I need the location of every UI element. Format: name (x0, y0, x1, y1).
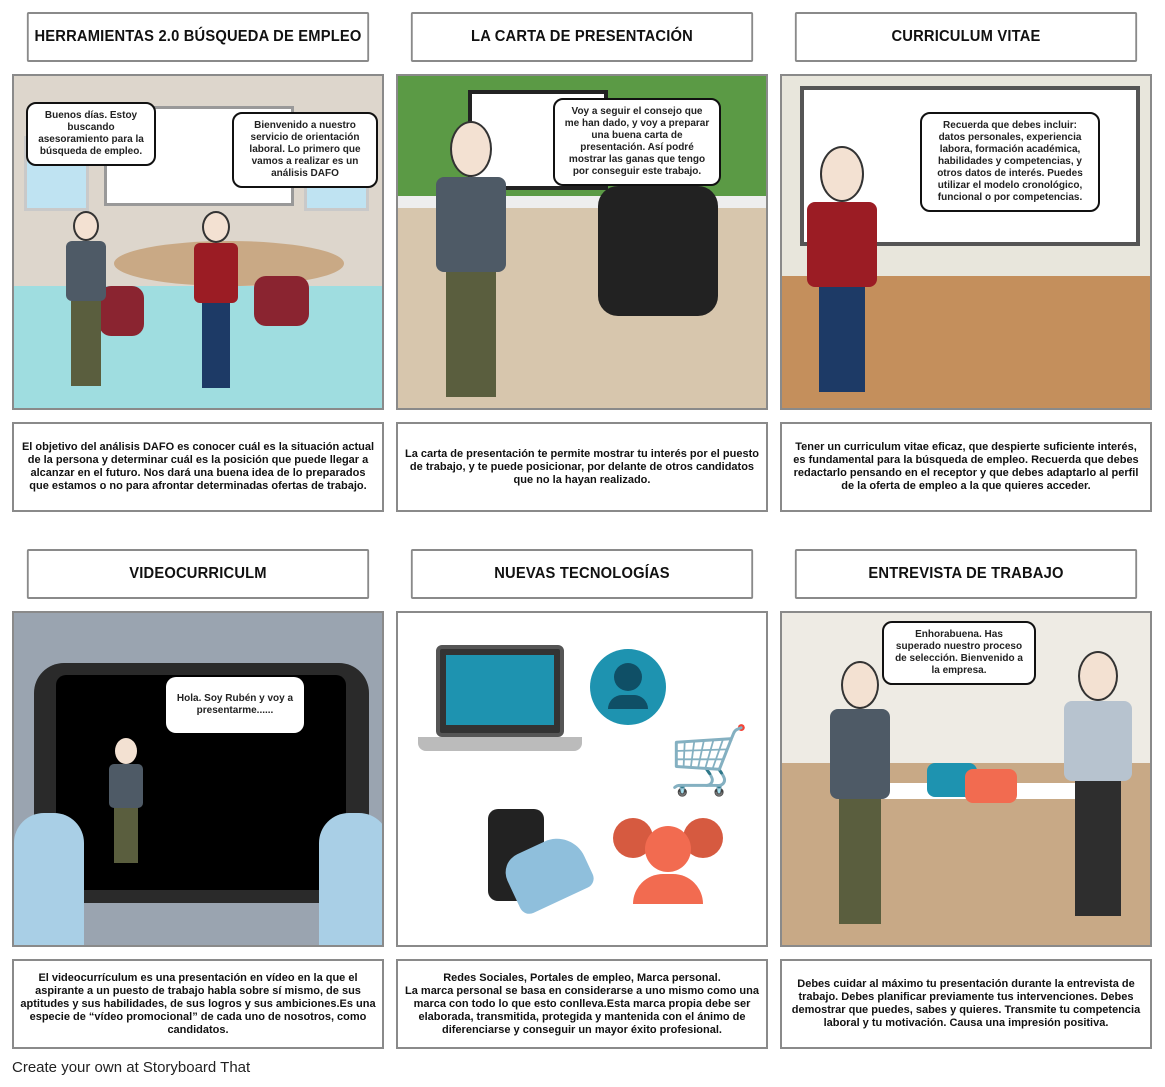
panel-3-scene: Recuerda que debes incluir: datos person… (780, 74, 1152, 410)
panel-5-description: Redes Sociales, Portales de empleo, Marc… (396, 959, 768, 1049)
man-character (109, 738, 143, 863)
panel-2-description: La carta de presentación te permite most… (396, 422, 768, 512)
panel-3-title: CURRICULUM VITAE (794, 12, 1138, 62)
woman-character (194, 211, 238, 391)
panel-3-description: Tener un curriculum vitae eficaz, que de… (780, 422, 1152, 512)
panel-2-scene: Voy a seguir el consejo que me han dado,… (396, 74, 768, 410)
panel-5-scene: 🛒 (396, 611, 768, 947)
speech-bubble: Voy a seguir el consejo que me han dado,… (553, 98, 721, 186)
speech-bubble: Buenos días. Estoy buscando asesoramient… (26, 102, 156, 166)
speech-bubble: Hola. Soy Rubén y voy a presentarme.....… (166, 677, 304, 733)
speech-bubble: Bienvenido a nuestro servicio de orienta… (232, 112, 378, 188)
storyboard-that-link[interactable]: Create your own at Storyboard That (12, 1059, 251, 1076)
speech-bubble: Enhorabuena. Has superado nuestro proces… (882, 621, 1036, 685)
group-people-icon (613, 818, 728, 904)
interviewer-character (1064, 651, 1132, 921)
shopping-cart-icon: 🛒 (668, 723, 751, 797)
man-character (66, 211, 106, 391)
panel-1-description: El objetivo del análisis DAFO es conocer… (12, 422, 384, 512)
user-profile-icon (590, 649, 666, 725)
panel-4-title: VIDEOCURRICULM (26, 549, 370, 599)
panel-4-description: El videocurrículum es una presentación e… (12, 959, 384, 1049)
panel-1-title: HERRAMIENTAS 2.0 BÚSQUEDA DE EMPLEO (26, 12, 370, 62)
panel-1-scene: Buenos días. Estoy buscando asesoramient… (12, 74, 384, 410)
panel-4-scene: Hola. Soy Rubén y voy a presentarme.....… (12, 611, 384, 947)
panel-2-title: LA CARTA DE PRESENTACIÓN (410, 12, 754, 62)
man-character (830, 661, 890, 931)
panel-5-title: NUEVAS TECNOLOGÍAS (410, 549, 754, 599)
panel-6-title: ENTREVISTA DE TRABAJO (794, 549, 1138, 599)
panel-6-description: Debes cuidar al máximo tu presentación d… (780, 959, 1152, 1049)
woman-character (807, 146, 877, 396)
panel-6-scene: Enhorabuena. Has superado nuestro proces… (780, 611, 1152, 947)
handshake-icon (927, 763, 1017, 803)
laptop-icon (436, 645, 564, 737)
man-character (436, 121, 506, 401)
speech-bubble: Recuerda que debes incluir: datos person… (920, 112, 1100, 212)
